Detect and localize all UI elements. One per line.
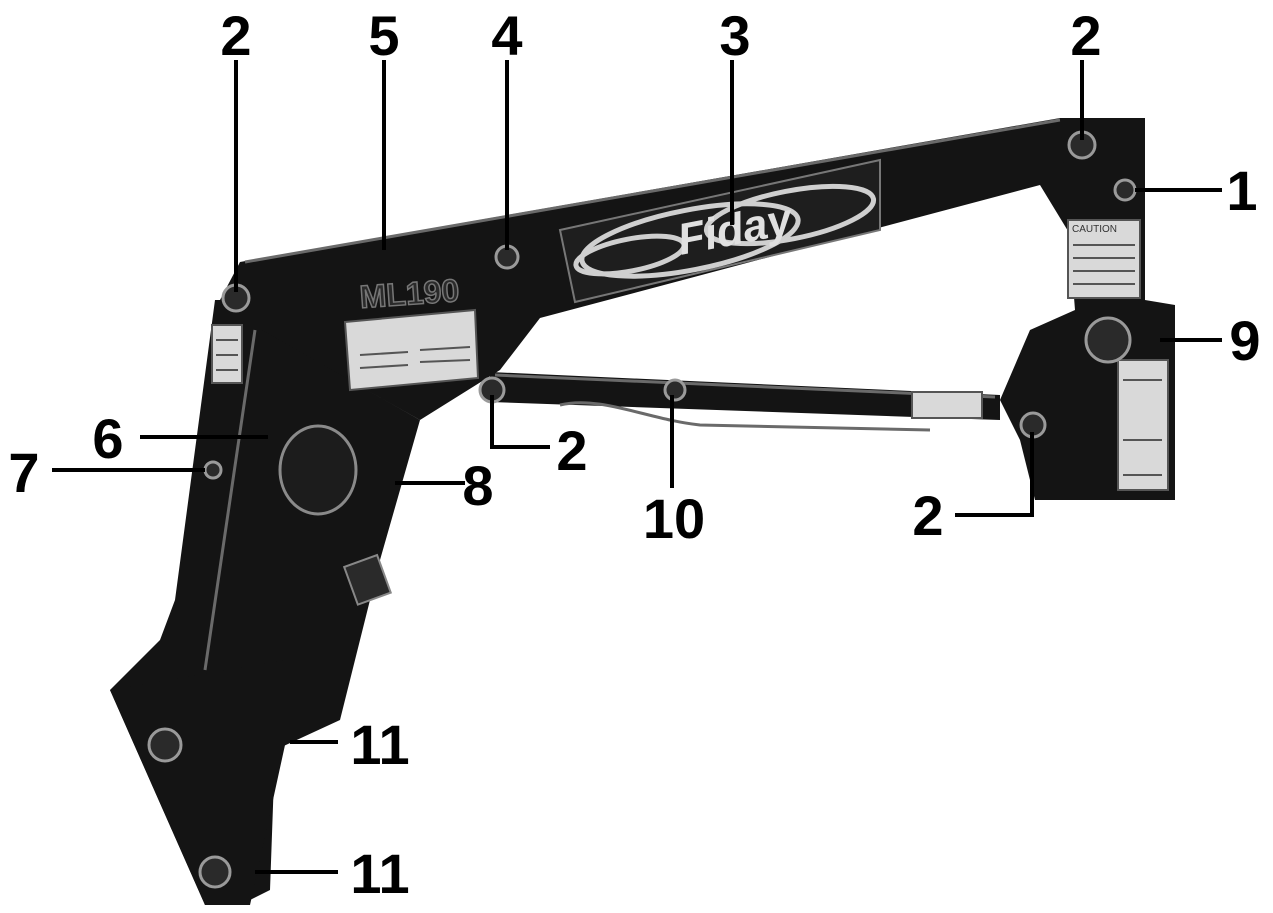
- callout-4: 4: [491, 4, 522, 67]
- callout-11-upper: 11: [350, 713, 409, 776]
- callout-5: 5: [368, 4, 399, 67]
- caution-decal: CAUTION: [1067, 219, 1141, 299]
- brand-logo: Fiday: [558, 158, 881, 304]
- tower-pivot-boss: [1084, 316, 1132, 364]
- grease-point-upright: [203, 460, 223, 480]
- callout-1: 1: [1226, 159, 1257, 222]
- model-decal: ML190: [343, 271, 480, 392]
- callout-9: 9: [1229, 309, 1260, 372]
- grease-point-cylinder: [663, 378, 687, 402]
- callout-2-boom-rear: 2: [1070, 4, 1101, 67]
- attach-pin-upper: [147, 727, 183, 763]
- attach-pin-lower: [198, 855, 232, 889]
- callout-2-cylinder-front: 2: [556, 419, 587, 482]
- callout-6: 6: [92, 407, 123, 470]
- leader-2-cylinder-rear: [955, 432, 1034, 517]
- loader-illustration: Fiday CAUTION: [110, 118, 1175, 905]
- leader-lines: [52, 60, 1222, 874]
- grease-point-tower: [1113, 178, 1137, 202]
- leader-2-cylinder-front: [490, 395, 550, 449]
- callout-3: 3: [719, 4, 750, 67]
- callout-2-upright-top: 2: [220, 4, 251, 67]
- model-label: ML190: [359, 272, 461, 315]
- callout-11-lower: 11: [350, 842, 409, 905]
- callout-8: 8: [462, 454, 493, 517]
- caution-decal-text: CAUTION: [1072, 224, 1117, 235]
- callout-10: 10: [643, 487, 705, 550]
- lift-cylinder: [490, 372, 1000, 432]
- attach-plate: [110, 660, 285, 905]
- callout-7: 7: [8, 441, 39, 504]
- callout-labels: 2 5 4 3 2 1 9 6 7 8 2 10 2 11 11: [8, 4, 1260, 905]
- callout-2-cylinder-rear: 2: [912, 484, 943, 547]
